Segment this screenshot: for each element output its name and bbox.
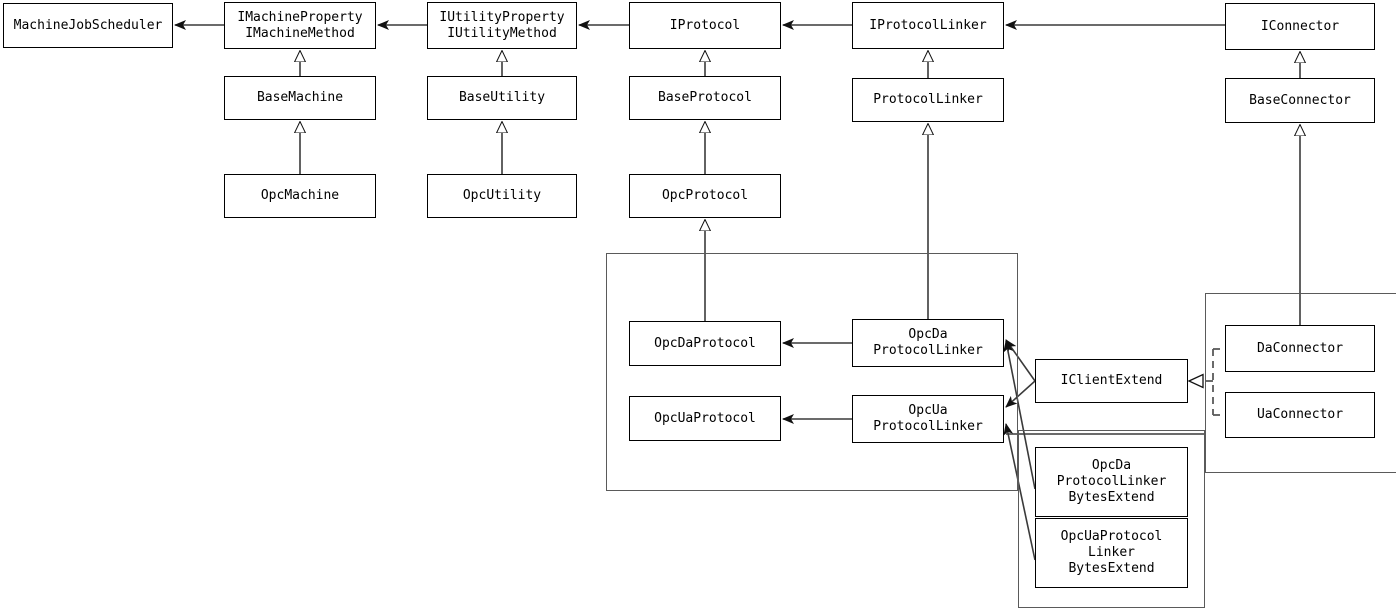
class-box-opcdaprotocol[interactable]: OpcDaProtocol bbox=[629, 321, 781, 366]
class-box-opcdaprotocollinkerbytesextend[interactable]: OpcDa ProtocolLinker BytesExtend bbox=[1035, 447, 1188, 517]
edge-iclientextend-to-opcualinker bbox=[1005, 380, 1036, 408]
class-box-opcdaprotocollinker[interactable]: OpcDa ProtocolLinker bbox=[852, 319, 1004, 367]
class-box-opcuaprotocol[interactable]: OpcUaProtocol bbox=[629, 396, 781, 441]
group-protocol-linker bbox=[606, 253, 1018, 491]
class-box-baseutility[interactable]: BaseUtility bbox=[427, 76, 577, 120]
class-box-baseprotocol[interactable]: BaseProtocol bbox=[629, 76, 781, 120]
class-box-imachineproperty[interactable]: IMachineProperty IMachineMethod bbox=[224, 2, 376, 49]
class-box-opcprotocol[interactable]: OpcProtocol bbox=[629, 174, 781, 218]
class-box-baseconnector[interactable]: BaseConnector bbox=[1225, 78, 1375, 123]
class-box-opcuaprotocollinkerbytesextend[interactable]: OpcUaProtocol Linker BytesExtend bbox=[1035, 518, 1188, 588]
edge-opcdabytesextend-to-opcdalinker bbox=[1003, 340, 1036, 490]
group-bytes-extend bbox=[1018, 430, 1205, 608]
realization-hollow-triangle bbox=[1187, 373, 1204, 389]
class-box-iprotocol[interactable]: IProtocol bbox=[629, 2, 781, 49]
group-connector bbox=[1205, 293, 1396, 473]
class-box-machinejobscheduler[interactable]: MachineJobScheduler bbox=[3, 3, 173, 48]
class-box-opcutility[interactable]: OpcUtility bbox=[427, 174, 577, 218]
class-box-opcuaprotocollinker[interactable]: OpcUa ProtocolLinker bbox=[852, 395, 1004, 443]
class-box-iconnector[interactable]: IConnector bbox=[1225, 3, 1375, 50]
edge-opcuabytesextend-to-opcualinker bbox=[1003, 423, 1036, 561]
class-box-iutilityproperty[interactable]: IUtilityProperty IUtilityMethod bbox=[427, 2, 577, 49]
class-box-opcmachine[interactable]: OpcMachine bbox=[224, 174, 376, 218]
class-box-protocollinker[interactable]: ProtocolLinker bbox=[852, 78, 1004, 122]
class-box-basemachine[interactable]: BaseMachine bbox=[224, 76, 376, 120]
class-box-uaconnector[interactable]: UaConnector bbox=[1225, 392, 1375, 438]
class-box-daconnector[interactable]: DaConnector bbox=[1225, 325, 1375, 372]
class-box-iprotocollinker[interactable]: IProtocolLinker bbox=[852, 2, 1004, 49]
class-box-iclientextend[interactable]: IClientExtend bbox=[1035, 359, 1188, 403]
